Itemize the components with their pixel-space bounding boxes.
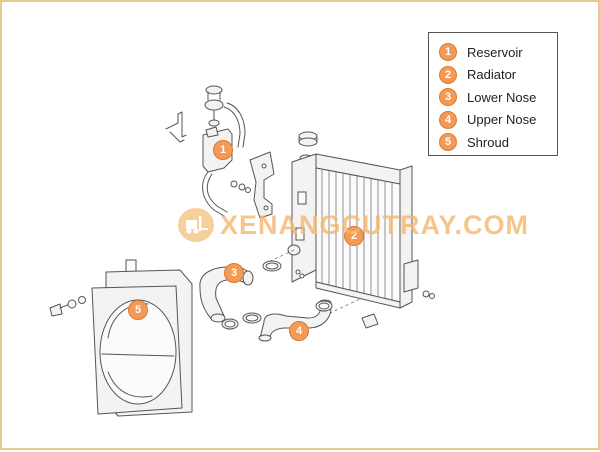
legend-badge: 3 <box>439 88 457 107</box>
upper-hose-drawing <box>242 299 379 342</box>
callout-shroud: 5 <box>128 300 148 320</box>
mounting-bracket-drawing <box>249 151 275 219</box>
legend-badge: 2 <box>439 65 457 84</box>
legend-item-upper-nose: 4 Upper Nose <box>439 109 557 132</box>
callout-radiator: 2 <box>344 226 364 246</box>
legend-label: Reservoir <box>467 44 523 60</box>
legend-item-radiator: 2 Radiator <box>439 64 557 87</box>
legend-label: Lower Nose <box>467 89 537 105</box>
reservoir-drawing <box>165 85 251 217</box>
parts-legend: 1 Reservoir 2 Radiator 3 Lower Nose 4 Up… <box>428 32 558 156</box>
callout-reservoir: 1 <box>213 140 233 160</box>
watermark-text: XENANGCUTRAY.COM <box>220 209 530 240</box>
forklift-icon <box>178 208 214 242</box>
legend-badge: 1 <box>439 43 457 62</box>
shroud-drawing <box>49 259 193 417</box>
legend-badge: 4 <box>439 110 457 129</box>
legend-item-reservoir: 1 Reservoir <box>439 41 557 64</box>
callout-upper-nose: 4 <box>289 321 309 341</box>
legend-badge: 5 <box>439 133 457 152</box>
watermark: XENANGCUTRAY.COM <box>178 208 529 242</box>
legend-item-shroud: 5 Shroud <box>439 131 557 154</box>
callout-lower-nose: 3 <box>224 263 244 283</box>
legend-item-lower-nose: 3 Lower Nose <box>439 86 557 109</box>
legend-label: Upper Nose <box>467 112 537 128</box>
legend-label: Shroud <box>467 134 509 150</box>
legend-label: Radiator <box>467 67 517 83</box>
